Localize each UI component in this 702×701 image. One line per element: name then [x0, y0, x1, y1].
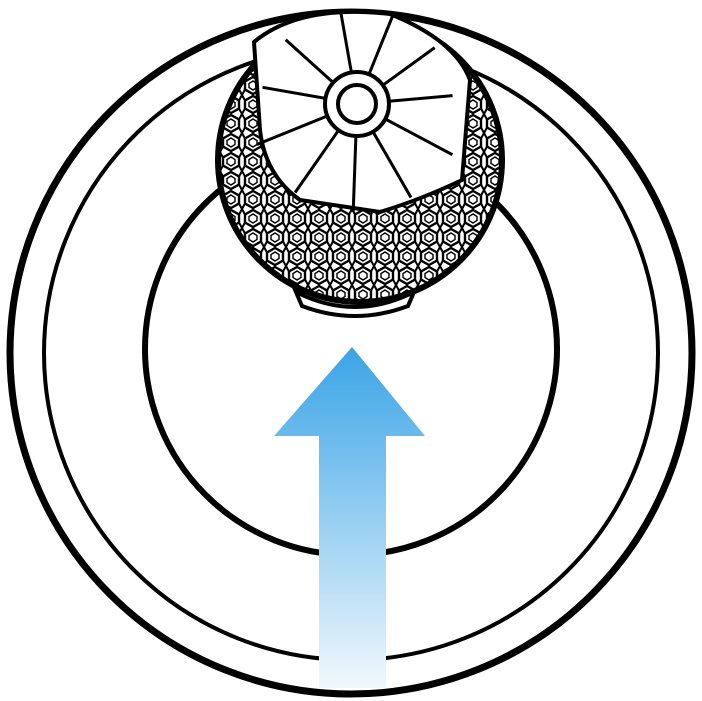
up-arrow-icon — [274, 347, 425, 688]
cap-spoke — [371, 130, 413, 199]
cap-spoke — [388, 94, 453, 103]
cap-spoke — [382, 46, 436, 87]
cap-spoke — [262, 85, 326, 100]
cap-spoke — [284, 38, 335, 84]
cap-spoke — [367, 14, 395, 75]
cap-spoke — [351, 135, 358, 212]
cap-spoke — [293, 129, 340, 194]
cap-spoke — [384, 117, 454, 157]
cap-spoke — [256, 114, 328, 146]
cap-spoke — [338, 9, 353, 73]
microphone-grille-icon — [215, 9, 505, 318]
